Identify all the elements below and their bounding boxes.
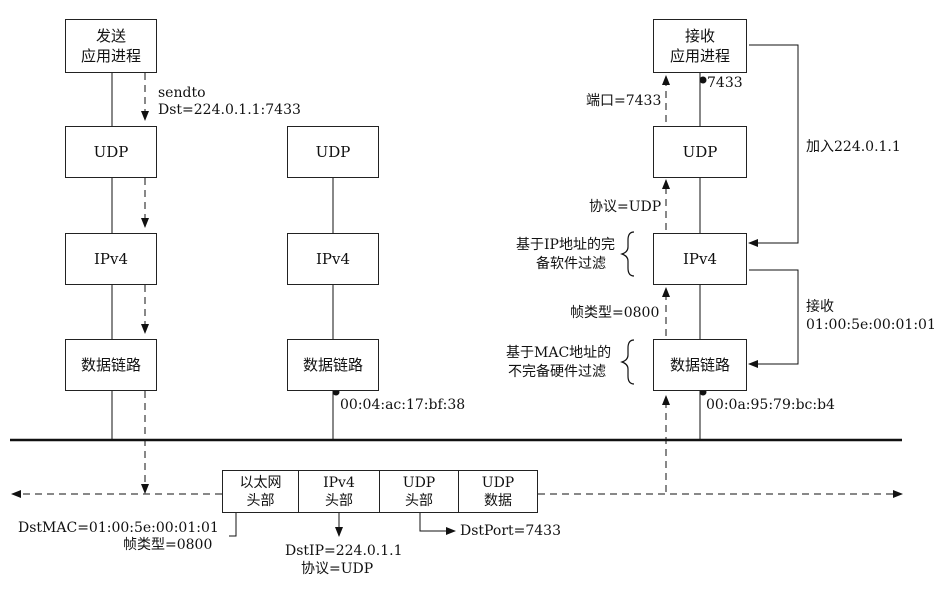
mac-filter-label-line1: 基于MAC地址的	[506, 345, 612, 361]
middle-datalink-box: 数据链路	[287, 339, 379, 391]
sender-ipv4-box: IPv4	[65, 233, 157, 285]
frame-ip-line2: 头部	[325, 492, 353, 509]
frame-eth-line2: 头部	[246, 492, 275, 509]
frame-ethernet-header: 以太网 头部	[222, 470, 299, 513]
dstmac-label: DstMAC=01:00:5e:00:01:01	[18, 520, 219, 536]
frame-udp-line1: UDP	[402, 474, 436, 491]
frame-udp-data: UDP 数据	[458, 470, 538, 513]
receiver-app-line2: 应用进程	[669, 47, 730, 65]
dstport-label: DstPort=7433	[460, 523, 561, 539]
receive-label-line2: 01:00:5e:00:01:01	[806, 317, 936, 333]
sender-datalink-box: 数据链路	[65, 339, 157, 391]
frame-data-line1: UDP	[481, 474, 515, 491]
receiver-app-line1: 接收	[684, 27, 715, 45]
dstip-label: DstIP=224.0.1.1	[285, 543, 403, 559]
port-filter-label: 端口=7433	[586, 93, 662, 109]
frame-ip-line1: IPv4	[323, 474, 355, 491]
sender-app-line2: 应用进程	[80, 47, 141, 65]
sender-ipv4-label: IPv4	[93, 250, 129, 268]
mac-filter-label-line2: 不完备硬件过滤	[508, 364, 606, 380]
join-group-label: 加入224.0.1.1	[806, 139, 901, 155]
receiver-ipv4-label: IPv4	[682, 250, 718, 268]
middle-udp-box: UDP	[287, 126, 379, 178]
frame-protocol-label: 协议=UDP	[301, 561, 374, 577]
sender-app-line1: 发送	[95, 27, 126, 45]
frame-udp-line2: 头部	[405, 492, 433, 509]
sender-app-box: 发送 应用进程	[65, 19, 157, 73]
receiver-ipv4-box: IPv4	[653, 233, 747, 285]
frame-eth-line1: 以太网	[239, 474, 282, 491]
ip-filter-label-line1: 基于IP地址的完	[516, 237, 615, 253]
receiver-udp-label: UDP	[682, 143, 718, 161]
sender-udp-box: UDP	[65, 126, 157, 178]
sendto-dst-label: Dst=224.0.1.1:7433	[158, 102, 301, 118]
middle-ipv4-label: IPv4	[315, 250, 351, 268]
frame-type-filter-label: 帧类型=0800	[570, 305, 660, 321]
receive-label-line1: 接收	[806, 299, 834, 315]
receiver-udp-box: UDP	[653, 126, 747, 178]
frame-type-label: 帧类型=0800	[123, 537, 213, 553]
receiver-port-number: 7433	[707, 75, 743, 91]
frame-ipv4-header: IPv4 头部	[298, 470, 380, 513]
middle-mac-label: 00:04:ac:17:bf:38	[340, 397, 466, 413]
receiver-mac-label: 00:0a:95:79:bc:b4	[706, 397, 835, 413]
frame-data-line2: 数据	[484, 492, 512, 509]
frame-udp-header: UDP 头部	[379, 470, 459, 513]
protocol-filter-label: 协议=UDP	[589, 199, 662, 215]
receiver-datalink-label: 数据链路	[669, 356, 730, 374]
sender-udp-label: UDP	[93, 143, 129, 161]
receiver-datalink-box: 数据链路	[653, 339, 747, 391]
ip-filter-label-line2: 备软件过滤	[536, 256, 606, 272]
sender-datalink-label: 数据链路	[80, 356, 141, 374]
receiver-app-box: 接收 应用进程	[653, 19, 747, 73]
sendto-label: sendto	[158, 85, 206, 101]
middle-udp-label: UDP	[315, 143, 351, 161]
middle-datalink-label: 数据链路	[302, 356, 363, 374]
middle-ipv4-box: IPv4	[287, 233, 379, 285]
